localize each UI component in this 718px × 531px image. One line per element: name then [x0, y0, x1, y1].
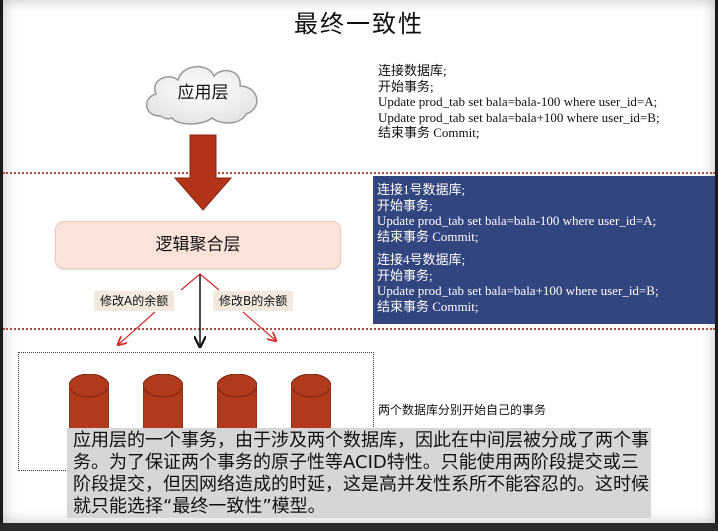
sql-line: Update prod_tab set bala=bala-100 where …	[378, 94, 658, 109]
divider-top	[3, 172, 715, 174]
sql-line: Update prod_tab set bala=bala+100 where …	[377, 283, 659, 298]
sql-line: 开始事务;	[378, 78, 434, 94]
split-sql-panel: 连接1号数据库; 开始事务; Update prod_tab set bala=…	[373, 176, 715, 324]
arrows-layer	[3, 134, 715, 523]
databases-note: 两个数据库分别开始自己的事务	[378, 403, 547, 417]
bottom-bar	[0, 523, 718, 531]
tag-modify-b: 修改B的余额	[213, 291, 294, 311]
explanation-box: 应用层的一个事务，由于涉及两个数据库，因此在中间层被分成了两个事务。为了保证两个…	[67, 428, 651, 518]
sql-line: 结束事务 Commit;	[378, 125, 480, 140]
sql-line: 开始事务;	[377, 267, 433, 283]
sql-line: 连接数据库;	[378, 63, 447, 78]
arrow-to-db-a-icon	[119, 311, 156, 344]
db4-sql-block: 连接4号数据库; 开始事务; Update prod_tab set bala=…	[373, 244, 715, 314]
sql-line: 结束事务 Commit;	[377, 298, 479, 314]
divider-bottom	[3, 328, 715, 330]
logic-aggregation-layer: 逻辑聚合层	[55, 221, 341, 269]
sql-line: 连接1号数据库;	[377, 182, 466, 197]
sql-line: 开始事务;	[377, 197, 433, 213]
top-sql-block: 连接数据库; 开始事务; Update prod_tab set bala=ba…	[378, 63, 660, 141]
arrow-to-db-b-icon	[242, 311, 275, 340]
tag-modify-a: 修改A的余额	[94, 291, 175, 311]
big-down-arrow-icon	[173, 134, 233, 211]
slide-title: 最终一致性	[294, 10, 424, 38]
slide: 最终一致性 应用层 连接数据库; 开始事务; Update prod_tab s…	[3, 0, 715, 523]
sql-line: 结束事务 Commit;	[377, 228, 479, 244]
sql-line: Update prod_tab set bala=bala+100 where …	[378, 109, 660, 125]
application-layer-label: 应用层	[177, 83, 229, 103]
db1-sql-block: 连接1号数据库; 开始事务; Update prod_tab set bala=…	[373, 176, 715, 244]
sql-line: Update prod_tab set bala=bala-100 where …	[377, 213, 657, 228]
cloud-icon	[146, 66, 258, 125]
sql-line: 连接4号数据库;	[377, 252, 466, 267]
